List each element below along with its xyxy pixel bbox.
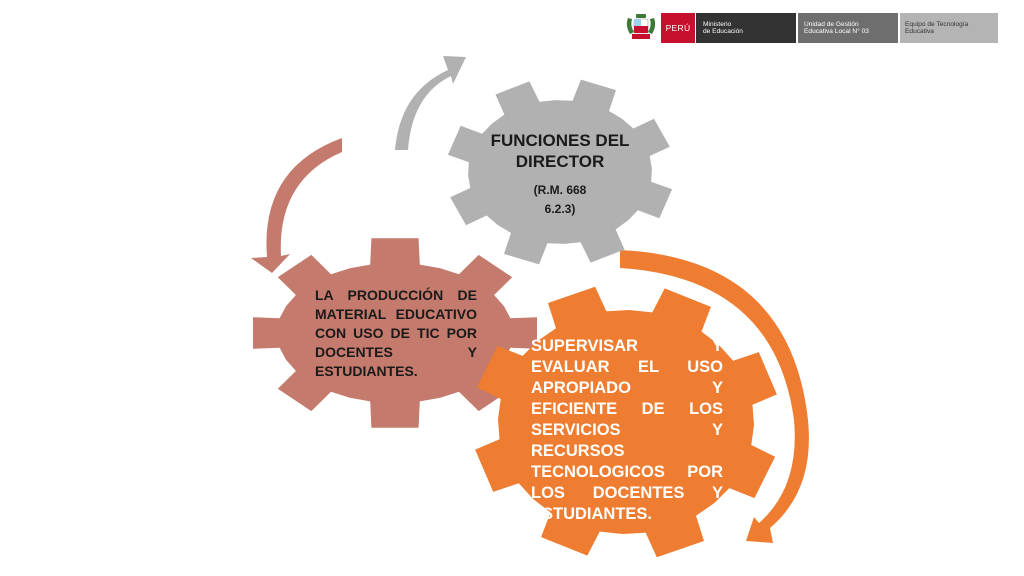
gear-funciones-title: FUNCIONES DEL DIRECTOR <box>490 131 630 171</box>
peru-crest-icon <box>626 14 656 39</box>
gear-produccion <box>253 238 537 428</box>
equipo-badge: Equipo de Tecnología Educativa <box>900 13 998 43</box>
gear-funciones-subtitle: (R.M. 668 6.2.3) <box>533 183 587 216</box>
arrow-rose <box>251 138 342 273</box>
gear-supervisar-text: SUPERVISAR Y EVALUAR EL USO APROPIADO Y … <box>531 337 723 523</box>
ministerio-badge: Ministerio de Educación <box>696 13 796 43</box>
arrow-gray <box>395 56 466 150</box>
arrow-orange <box>620 250 809 543</box>
ugel-badge: Unidad de Gestión Educativa Local N° 03 <box>798 13 898 43</box>
gear-supervisar <box>475 286 777 558</box>
peru-badge: PERÚ <box>661 13 695 43</box>
gear-funciones <box>447 79 673 265</box>
gear-produccion-text: LA PRODUCCIÓN DE MATERIAL EDUCATIVO CON … <box>315 287 477 379</box>
